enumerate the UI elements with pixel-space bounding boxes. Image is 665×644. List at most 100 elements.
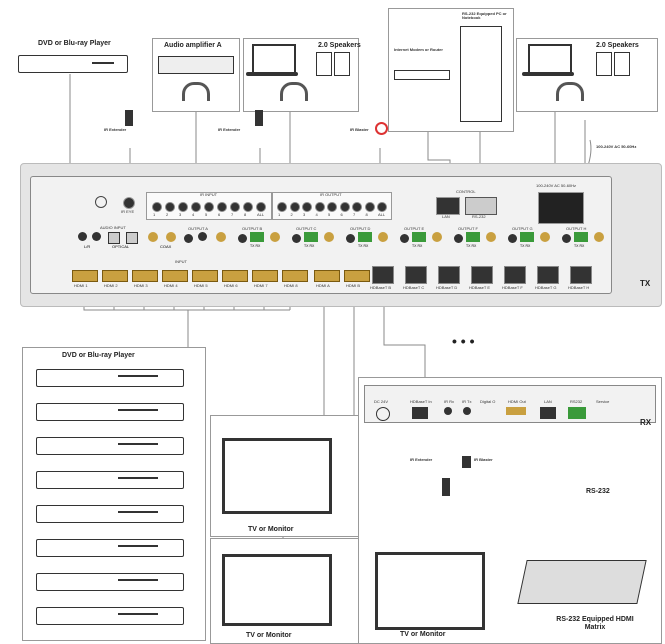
optical-port-2[interactable] — [126, 232, 138, 244]
disc-slot-icon — [118, 375, 158, 377]
rx-lan-label: LAN — [544, 399, 552, 404]
ir-input-number: 6 — [218, 212, 221, 217]
modem-label: Internet Modem or Router — [394, 47, 443, 52]
hdbaset-port[interactable] — [504, 266, 526, 284]
optical-port-1[interactable] — [108, 232, 120, 244]
ir-output-jack[interactable] — [302, 202, 312, 212]
output-coax-jack[interactable] — [216, 232, 226, 242]
hdmi-output-label: HDMI B — [346, 283, 360, 288]
txrx-terminal[interactable] — [520, 232, 534, 242]
hdbaset-port[interactable] — [537, 266, 559, 284]
hdmi-output-port[interactable] — [344, 270, 370, 282]
output-jack[interactable] — [562, 234, 571, 243]
output-jack-r[interactable] — [198, 232, 207, 241]
ir-extender-a-label: IR Extender — [104, 127, 127, 132]
output-coax-jack[interactable] — [432, 232, 442, 242]
ir-input-jack[interactable] — [256, 202, 266, 212]
rx-hdmi-port[interactable] — [506, 407, 526, 415]
output-jack[interactable] — [508, 234, 517, 243]
headphones-icon-a — [280, 82, 308, 101]
output-jack[interactable] — [184, 234, 193, 243]
hdmi-input-port[interactable] — [102, 270, 128, 282]
txrx-terminal[interactable] — [250, 232, 264, 242]
hdmi-input-port[interactable] — [192, 270, 218, 282]
coax-in-jack-2[interactable] — [166, 232, 176, 242]
txrx-terminal[interactable] — [304, 232, 318, 242]
ir-output-number: 2 — [290, 212, 293, 217]
dvd-stack-label: DVD or Blu-ray Player — [62, 352, 135, 359]
lan-port[interactable] — [436, 197, 460, 215]
hdbaset-port[interactable] — [438, 266, 460, 284]
ir-eye-jack[interactable] — [123, 197, 135, 209]
output-coax-jack[interactable] — [540, 232, 550, 242]
ir-output-jack[interactable] — [339, 202, 350, 212]
hdbaset-port[interactable] — [405, 266, 427, 284]
ir-input-jack[interactable] — [165, 202, 175, 212]
hdmi-output-port[interactable] — [314, 270, 340, 282]
rx-irrx-jack[interactable] — [444, 407, 452, 415]
ir-input-jack[interactable] — [178, 202, 188, 212]
audio-in-jack-r[interactable] — [92, 232, 101, 241]
hdbaset-port[interactable] — [471, 266, 493, 284]
output-coax-jack[interactable] — [378, 232, 388, 242]
ir-input-jack[interactable] — [204, 202, 214, 212]
rx-rs232-port[interactable] — [568, 407, 586, 419]
ir-output-jack[interactable] — [377, 202, 387, 212]
rs232-port[interactable] — [465, 197, 497, 215]
hdmi-input-port[interactable] — [72, 270, 98, 282]
ir-output-jack[interactable] — [327, 202, 337, 212]
dvd-player-icon — [36, 403, 184, 421]
ir-output-jack[interactable] — [289, 202, 300, 212]
ir-input-number: 7 — [231, 212, 234, 217]
ir-input-jack[interactable] — [191, 202, 201, 212]
rx-hdbaset-port[interactable] — [412, 407, 428, 419]
output-coax-jack[interactable] — [486, 232, 496, 242]
ir-extender-b-label: IR Extender — [218, 127, 241, 132]
power-socket[interactable] — [538, 192, 584, 224]
hdbaset-port[interactable] — [570, 266, 592, 284]
ir-input-jack[interactable] — [230, 202, 240, 212]
rx-lan-port[interactable] — [540, 407, 556, 419]
ellipsis: • • • — [452, 333, 475, 349]
hdmi-matrix-label: RS-232 Equipped HDMI Matrix — [556, 616, 634, 631]
ir-output-jack[interactable] — [364, 202, 375, 212]
output-jack[interactable] — [400, 234, 409, 243]
ir-output-jack[interactable] — [314, 202, 325, 212]
hdmi-input-port[interactable] — [132, 270, 158, 282]
ir-input-jack[interactable] — [152, 202, 162, 212]
hdmi-input-label: HDMI 4 — [164, 283, 178, 288]
output-coax-jack[interactable] — [594, 232, 604, 242]
rx-label: RX — [640, 418, 652, 427]
txrx-terminal[interactable] — [466, 232, 480, 242]
ir-input-jack[interactable] — [243, 202, 253, 212]
coax-label: COAX — [160, 244, 172, 249]
txrx-label: TX RX — [466, 244, 477, 248]
txrx-terminal[interactable] — [574, 232, 588, 242]
hdmi-input-port[interactable] — [162, 270, 188, 282]
coax-in-jack-1[interactable] — [148, 232, 158, 242]
output-coax-jack[interactable] — [270, 232, 280, 242]
hdbaset-port[interactable] — [372, 266, 394, 284]
rx-dc-jack[interactable] — [376, 407, 390, 421]
ir-output-jack[interactable] — [277, 202, 287, 212]
audio-in-jack-l[interactable] — [78, 232, 87, 241]
txrx-terminal[interactable] — [412, 232, 426, 242]
output-coax-jack[interactable] — [324, 232, 334, 242]
ir-output-jack[interactable] — [352, 202, 362, 212]
rx-irtx-jack[interactable] — [463, 407, 471, 415]
ir-input-jack[interactable] — [217, 202, 227, 212]
hdmi-input-label: HDMI 8 — [284, 283, 298, 288]
output-jack[interactable] — [238, 234, 247, 243]
hdmi-input-port[interactable] — [252, 270, 278, 282]
output-jack[interactable] — [454, 234, 463, 243]
pc-tower-icon — [460, 26, 502, 122]
hdmi-input-port[interactable] — [282, 270, 308, 282]
output-label: OUTPUT A — [188, 226, 208, 231]
txrx-terminal[interactable] — [358, 232, 372, 242]
disc-slot-icon — [118, 477, 158, 479]
ir-output-label: IR OUTPUT — [320, 192, 342, 197]
output-jack[interactable] — [292, 234, 301, 243]
disc-slot-icon — [118, 511, 158, 513]
hdmi-input-port[interactable] — [222, 270, 248, 282]
output-jack[interactable] — [346, 234, 355, 243]
